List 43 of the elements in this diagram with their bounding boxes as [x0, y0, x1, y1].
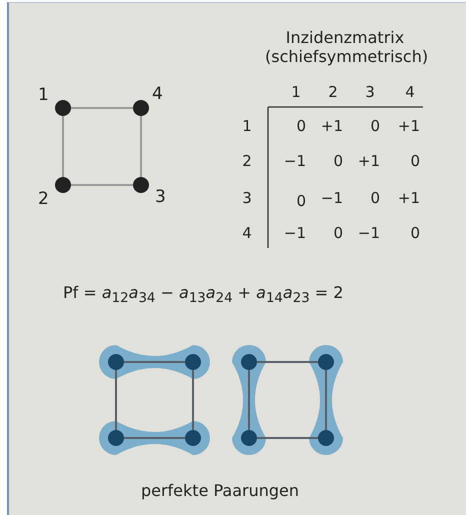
column-index: 4 — [404, 83, 416, 101]
graph-edge — [71, 107, 133, 109]
pfaffian-formula: Pf = a$_{12}$a$_{34}$ − a$_{13}$a$_{24}$ + a$_{14}$a$_{23}$ = 2 — [63, 284, 344, 308]
matrix-entry: 0 — [332, 152, 343, 170]
vertex-number: 1 — [38, 86, 49, 104]
matrix-entry: 0 — [295, 117, 306, 135]
matrix-entry: +1 — [396, 189, 420, 207]
graph-edge — [257, 361, 318, 363]
matrix-entry: −1 — [282, 224, 306, 242]
matrix-title: Inzidenzmatrix (schiefsymmetrisch) — [265, 28, 425, 66]
matrix-entry: 0 — [369, 189, 380, 207]
matrix-entry: +1 — [320, 117, 343, 135]
matrix-entry: +1 — [356, 152, 380, 170]
matrix-entry: 0 — [409, 224, 420, 242]
vertex-number: 2 — [38, 190, 49, 208]
row-index: 1 — [241, 117, 253, 135]
graph-edge — [192, 370, 194, 430]
row-index: 2 — [241, 152, 253, 170]
column-index: 2 — [327, 83, 339, 101]
graph-edge — [62, 116, 64, 177]
graph-edge — [115, 370, 117, 430]
matrix-entry: 0 — [409, 152, 420, 170]
graph-edge — [248, 370, 250, 430]
row-index: 3 — [241, 189, 253, 207]
matrix-entry: 0 — [369, 117, 380, 135]
matrix-entry: 0 — [295, 192, 306, 210]
graph-edge — [124, 361, 185, 363]
column-index: 3 — [364, 83, 376, 101]
column-index: 1 — [290, 83, 302, 101]
vertex-number: 3 — [155, 188, 166, 206]
matrix-entry: −1 — [282, 152, 306, 170]
matrix-entry: −1 — [356, 224, 380, 242]
matrix-entry: 0 — [332, 224, 343, 242]
caption: perfekte Paarungen — [140, 482, 300, 500]
graph-edge — [71, 184, 133, 186]
matrix-entry: +1 — [396, 117, 420, 135]
graph-edge — [124, 437, 185, 439]
graph-edge — [140, 116, 142, 177]
graph-edge — [257, 437, 318, 439]
graph-edge — [325, 370, 327, 430]
vertex-number: 4 — [152, 85, 163, 103]
row-index: 4 — [241, 224, 253, 242]
matrix-entry: −1 — [320, 189, 343, 207]
